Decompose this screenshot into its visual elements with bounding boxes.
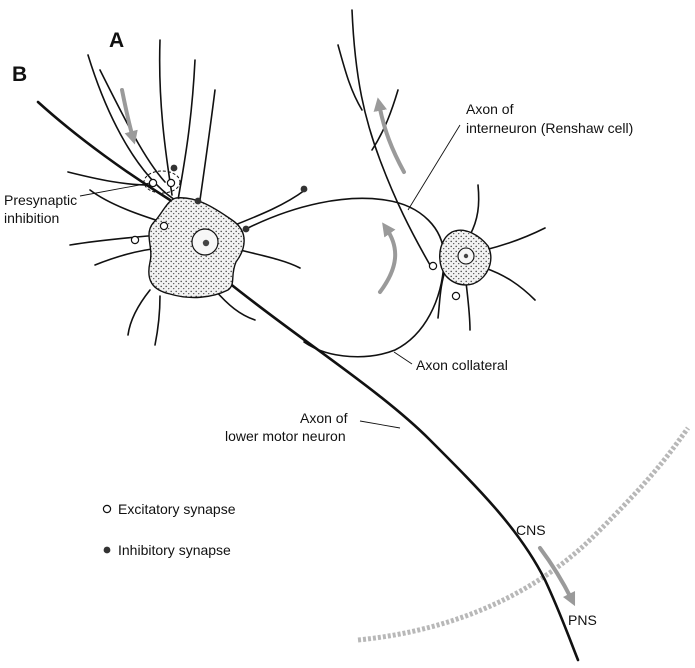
axon-collateral [247,197,445,358]
arrow-cns-to-pns [538,546,576,607]
panel-label-a: A [109,29,124,52]
label-interneuron-axon-1: Axon of [466,101,514,117]
inhibitory-synapse [300,185,308,193]
arrow-renshaw-axon-up [373,97,406,174]
excitatory-synapse [166,178,176,188]
excitatory-synapse [451,291,461,301]
presynaptic-inhibition-outline [143,170,181,194]
legend-inhibitory-label: Inhibitory synapse [118,542,231,558]
label-presynaptic-1: Presynaptic [4,192,77,208]
label-pns: PNS [568,612,597,628]
arrow-collateral [378,222,398,294]
inhibitory-synapse [194,197,202,205]
inhibitory-synapse [242,225,250,233]
leader-presynaptic [79,182,151,197]
motor-neuron-axon [226,280,580,662]
legend-inhibitory-symbol [103,546,111,554]
inhibitory-synapse [170,164,178,172]
label-motor-axon-1: Axon of [300,410,348,426]
leader-axon-collateral [393,351,413,365]
legend-excitatory-symbol [102,504,112,514]
leader-motor-axon [359,420,401,429]
leader-interneuron-axon [407,124,461,211]
excitatory-synapse [148,178,158,188]
excitatory-synapse [428,261,438,271]
panel-label-b: B [12,63,27,86]
label-presynaptic-2: inhibition [4,210,59,226]
label-motor-axon-2: lower motor neuron [225,428,346,444]
cns-pns-boundary [357,426,691,643]
excitatory-synapse [130,235,140,245]
motor-neuron-nucleolus [202,239,210,247]
excitatory-synapse [159,221,169,231]
renshaw-axon [351,9,431,266]
label-interneuron-axon-2: interneuron (Renshaw cell) [466,120,633,136]
label-cns: CNS [516,522,546,538]
label-axon-collateral: Axon collateral [416,357,508,373]
input-fiber-b [36,100,172,202]
renshaw-nucleolus [463,253,469,259]
legend: Excitatory synapse Inhibitory synapse [102,501,236,558]
legend-excitatory-label: Excitatory synapse [118,501,236,517]
arrow-input-down [120,88,138,145]
